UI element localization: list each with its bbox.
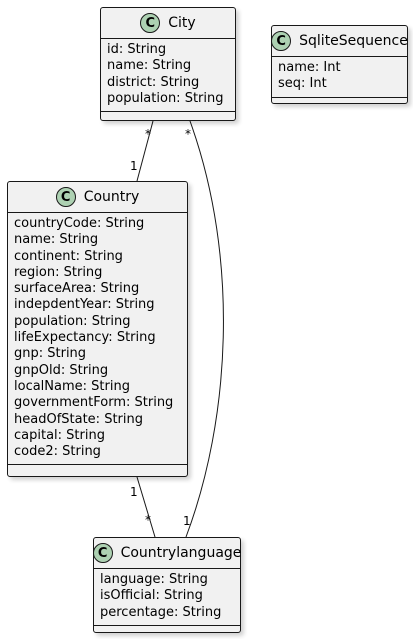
class-city-header: C City bbox=[101, 8, 235, 39]
class-fields: id: String name: String district: String… bbox=[101, 39, 235, 113]
field: language: String bbox=[100, 572, 208, 587]
class-city[interactable]: C City id: String name: String district:… bbox=[100, 7, 236, 121]
class-name: SqliteSequence bbox=[299, 33, 408, 49]
field: localName: String bbox=[14, 378, 130, 394]
field: name: Int bbox=[278, 60, 341, 75]
class-countrylanguage[interactable]: C Countrylanguage language: String isOff… bbox=[92, 537, 242, 633]
multiplicity-city-countrylanguage-from: * bbox=[185, 127, 191, 141]
field: indepdentYear: String bbox=[14, 297, 155, 313]
association-country-countrylanguage bbox=[136, 476, 156, 538]
field: id: String bbox=[107, 42, 167, 57]
field: gnp: String bbox=[14, 346, 87, 362]
field: headOfState: String bbox=[14, 411, 143, 427]
multiplicity-country-countrylanguage-from: 1 bbox=[130, 485, 138, 499]
field: seq: Int bbox=[278, 76, 327, 92]
class-name: Country bbox=[83, 189, 140, 205]
multiplicity-city-country-from: * bbox=[145, 127, 151, 141]
class-methods bbox=[101, 112, 235, 119]
class-icon: C bbox=[92, 543, 113, 563]
multiplicity-city-countrylanguage-to: 1 bbox=[183, 514, 191, 528]
field: region: String bbox=[14, 264, 103, 280]
class-methods bbox=[8, 465, 187, 472]
class-name: Countrylanguage bbox=[120, 545, 242, 561]
class-country-header: C Country bbox=[8, 182, 187, 213]
field: capital: String bbox=[14, 427, 105, 443]
field: surfaceArea: String bbox=[14, 281, 140, 297]
class-fields: name: Int seq: Int bbox=[272, 57, 407, 98]
field: name: String bbox=[107, 58, 192, 74]
class-methods bbox=[272, 98, 407, 105]
field: percentage: String bbox=[100, 604, 222, 620]
association-city-country bbox=[136, 120, 154, 182]
class-name: City bbox=[168, 15, 196, 31]
class-countrylanguage-header: C Countrylanguage bbox=[92, 538, 242, 569]
class-icon: C bbox=[271, 31, 292, 51]
class-fields: countryCode: String name: String contine… bbox=[8, 213, 187, 466]
class-sqlitesequence-header: C SqliteSequence bbox=[271, 26, 408, 57]
field: code2: String bbox=[14, 444, 101, 460]
association-city-countrylanguage bbox=[185, 120, 224, 538]
field: population: String bbox=[14, 313, 131, 329]
class-sqlitesequence[interactable]: C SqliteSequence name: Int seq: Int bbox=[271, 25, 408, 104]
field: isOfficial: String bbox=[100, 588, 203, 604]
field: continent: String bbox=[14, 248, 123, 264]
field: name: String bbox=[14, 232, 99, 248]
class-icon: C bbox=[55, 187, 76, 207]
class-fields: language: String isOfficial: String perc… bbox=[94, 569, 240, 626]
field: gnpOld: String bbox=[14, 362, 109, 378]
field: countryCode: String bbox=[14, 216, 145, 231]
multiplicity-city-country-to: 1 bbox=[130, 159, 138, 173]
field: population: String bbox=[107, 90, 224, 106]
multiplicity-country-countrylanguage-to: * bbox=[145, 513, 151, 527]
field: governmentForm: String bbox=[14, 395, 174, 411]
class-methods bbox=[94, 626, 240, 633]
field: lifeExpectancy: String bbox=[14, 330, 156, 346]
class-country[interactable]: C Country countryCode: String name: Stri… bbox=[7, 181, 188, 477]
class-icon: C bbox=[140, 13, 161, 33]
field: district: String bbox=[107, 74, 200, 90]
